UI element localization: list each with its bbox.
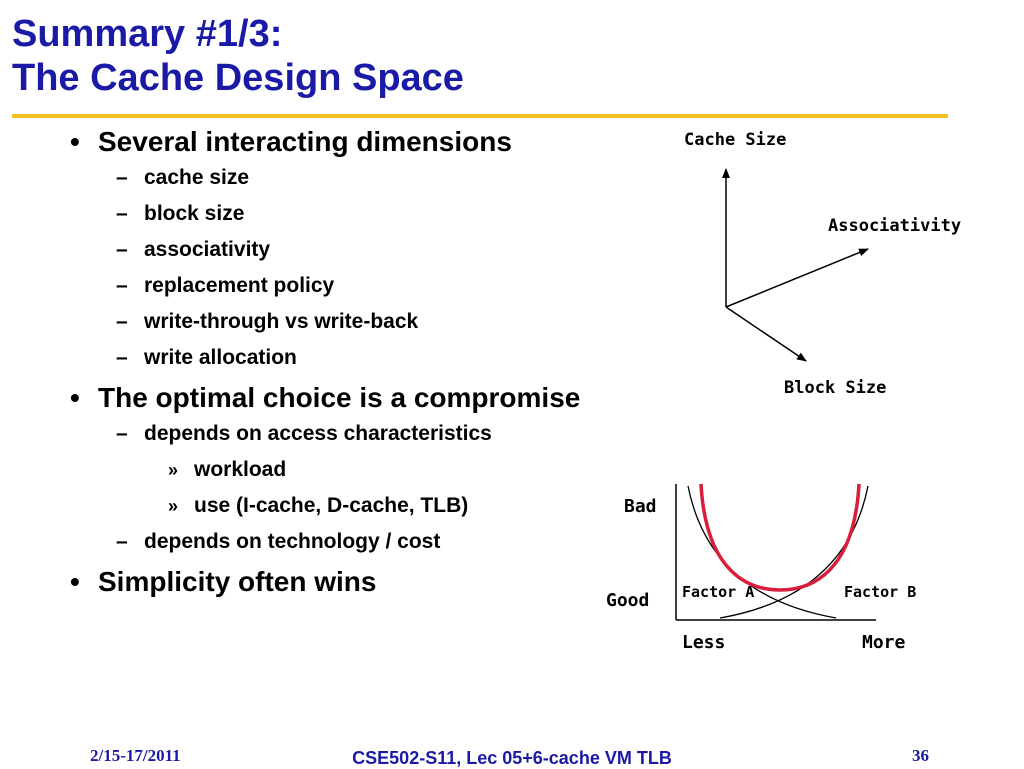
sub-bullet-text: associativity — [144, 238, 271, 261]
slide-title-line2: The Cache Design Space — [12, 57, 464, 99]
bullet-mark: • — [70, 126, 80, 157]
factor-b-curve — [719, 485, 869, 619]
tradeoff-diagram: Bad Good Factor A Factor B Less More — [606, 483, 916, 653]
combined-cost-curve — [699, 483, 861, 592]
associativity-label: Associativity — [828, 216, 961, 236]
sub-bullet-text: write allocation — [144, 346, 297, 369]
sub-sub-bullet-item: » use (I-cache, D-cache, TLB) — [70, 488, 710, 524]
block-size-axis — [725, 306, 807, 362]
dash-mark: – — [116, 422, 128, 445]
sub-bullet-item: – associativity — [70, 232, 710, 268]
sub-bullet-text: cache size — [144, 166, 250, 189]
dash-mark: – — [116, 202, 128, 225]
sub-bullet-text: block size — [144, 202, 245, 225]
sub-bullet-item: – depends on access characteristics — [70, 416, 710, 452]
bullet-text: The optimal choice is a compromise — [98, 382, 581, 413]
sub-bullet-item: – block size — [70, 196, 710, 232]
bullet-text: Several interacting dimensions — [98, 126, 512, 157]
sub-bullet-item: – replacement policy — [70, 268, 710, 304]
slide-title: Summary #1/3: The Cache Design Space — [12, 12, 464, 100]
bullet-compromise: • The optimal choice is a compromise — [70, 380, 710, 416]
sub-bullet-item: – write allocation — [70, 340, 710, 376]
sub-bullet-text: depends on technology / cost — [144, 530, 441, 553]
cache-size-label: Cache Size — [684, 130, 786, 150]
good-label: Good — [606, 590, 649, 611]
sub-sub-bullet-text: workload — [194, 458, 287, 481]
footer-date: 2/15-17/2011 — [90, 746, 181, 765]
factor-b-label: Factor B — [844, 583, 916, 601]
less-label: Less — [682, 632, 725, 653]
more-label: More — [862, 632, 906, 653]
sub-bullet-text: replacement policy — [144, 274, 335, 297]
dash-mark: – — [116, 238, 128, 261]
block-size-label: Block Size — [784, 378, 886, 398]
design-space-diagram: Cache Size Associativity Block Size — [684, 130, 961, 398]
chevron-mark: » — [168, 460, 179, 480]
bad-label: Bad — [624, 496, 657, 517]
factor-a-label: Factor A — [682, 583, 754, 601]
footer-course: CSE502-S11, Lec 05+6-cache VM TLB — [352, 748, 672, 768]
bullet-list: • Several interacting dimensions – cache… — [70, 120, 710, 600]
bullet-simplicity: • Simplicity often wins — [70, 564, 710, 600]
chevron-mark: » — [168, 496, 179, 516]
dash-mark: – — [116, 274, 128, 297]
bullet-dimensions: • Several interacting dimensions — [70, 124, 710, 160]
footer-page-number: 36 — [912, 746, 929, 765]
sub-sub-bullet-text: use (I-cache, D-cache, TLB) — [194, 494, 469, 517]
sub-sub-bullet-item: » workload — [70, 452, 710, 488]
associativity-axis — [725, 248, 869, 308]
sub-bullet-item: – depends on technology / cost — [70, 524, 710, 560]
bullet-mark: • — [70, 566, 80, 597]
slide-title-line1: Summary #1/3: — [12, 13, 283, 55]
sub-bullet-item: – cache size — [70, 160, 710, 196]
dash-mark: – — [116, 346, 128, 369]
dash-mark: – — [116, 310, 128, 333]
dash-mark: – — [116, 166, 128, 189]
bullet-text: Simplicity often wins — [98, 566, 377, 597]
sub-bullet-text: write-through vs write-back — [144, 310, 419, 333]
sub-bullet-text: depends on access characteristics — [144, 422, 492, 445]
dash-mark: – — [116, 530, 128, 553]
title-divider — [12, 114, 948, 118]
bullet-mark: • — [70, 382, 80, 413]
sub-bullet-item: – write-through vs write-back — [70, 304, 710, 340]
